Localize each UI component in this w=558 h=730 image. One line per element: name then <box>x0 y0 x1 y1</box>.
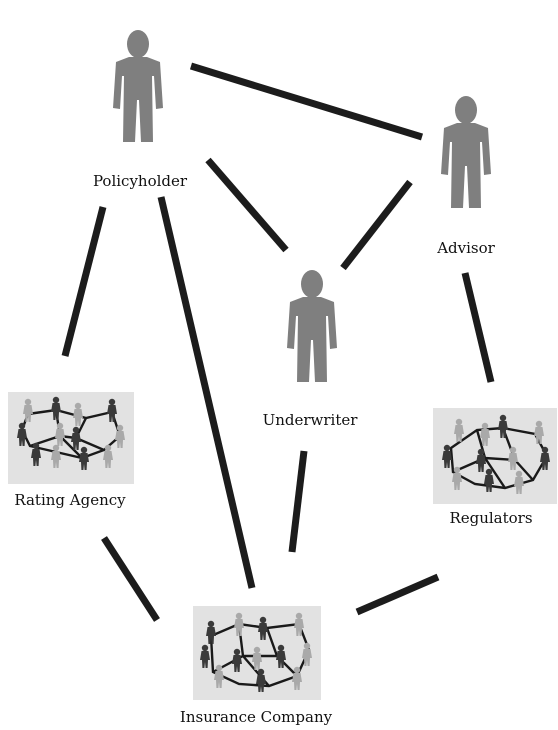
edge-policyholder-underwriter <box>205 157 289 253</box>
node-regulators: Regulators <box>433 408 557 527</box>
person-icon <box>113 30 163 142</box>
person-icon <box>287 270 337 382</box>
node-advisor: Advisor <box>436 96 496 257</box>
node-label-regulators: Regulators <box>449 509 532 527</box>
edge-policyholder-advisor <box>189 62 424 141</box>
node-underwriter: Underwriter <box>263 270 359 429</box>
node-insurance-company: Insurance Company <box>180 606 333 726</box>
node-rating-agency: Rating Agency <box>8 392 134 509</box>
node-label-advisor: Advisor <box>436 239 495 257</box>
edge-regulators-insurance-company <box>355 573 440 616</box>
edge-advisor-regulators <box>461 272 495 383</box>
connectors <box>61 62 495 622</box>
node-label-rating-agency: Rating Agency <box>14 491 126 509</box>
edge-advisor-underwriter <box>340 179 413 271</box>
edge-underwriter-insurance-company <box>288 450 308 553</box>
group-people-icon <box>193 606 321 700</box>
group-people-icon <box>8 392 134 484</box>
node-label-underwriter: Underwriter <box>263 411 359 429</box>
edge-policyholder-insurance-company <box>157 196 256 589</box>
group-people-icon <box>433 408 557 504</box>
edge-policyholder-rating-agency <box>61 206 107 357</box>
node-label-policyholder: Policyholder <box>93 172 188 190</box>
person-icon <box>441 96 491 208</box>
node-label-insurance-company: Insurance Company <box>180 708 333 726</box>
edge-rating-agency-insurance-company <box>101 536 160 622</box>
node-policyholder: Policyholder <box>93 30 188 190</box>
